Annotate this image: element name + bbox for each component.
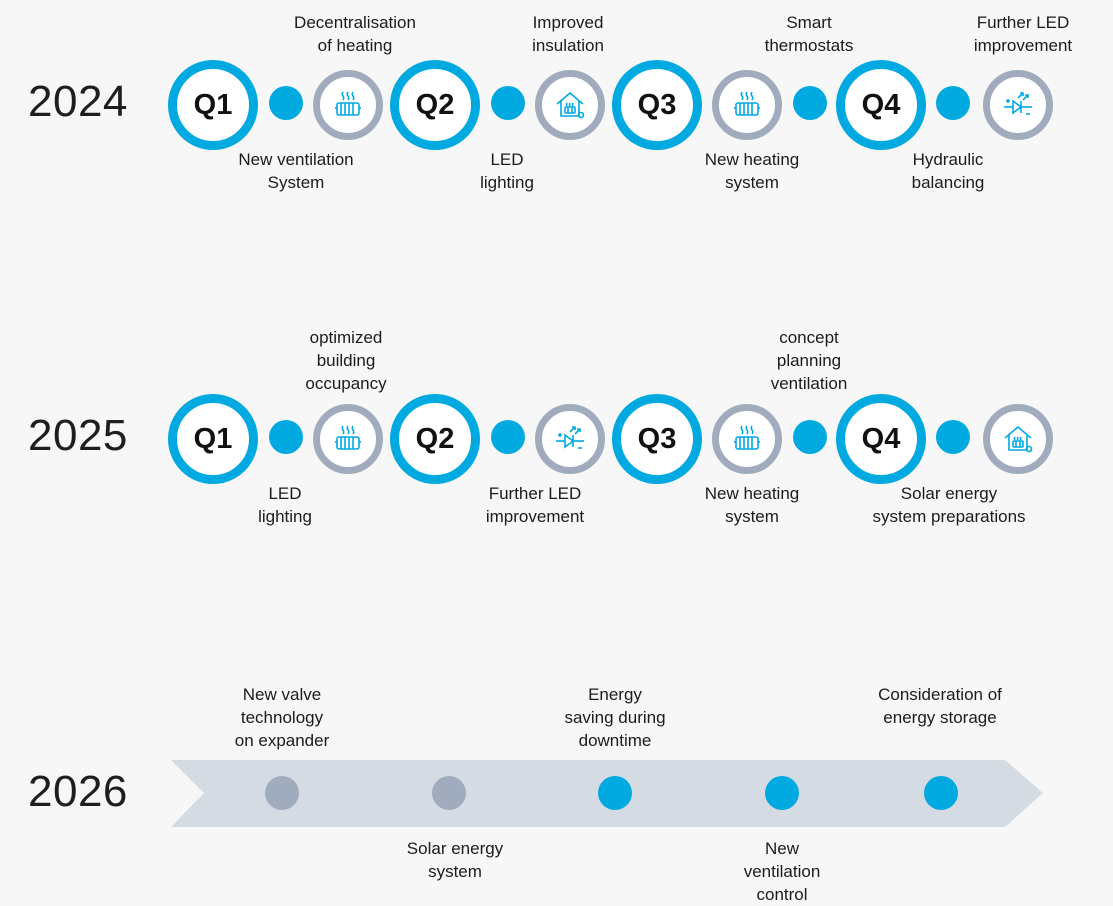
led-diode-icon [983, 70, 1053, 140]
timeline-dot [793, 86, 827, 120]
year-label-2025: 2025 [28, 411, 128, 460]
radiator-icon [313, 70, 383, 140]
house-heating-icon [535, 70, 605, 140]
timeline-dot-planned [265, 776, 299, 810]
year-label-2026: 2026 [28, 767, 128, 816]
timeline-dot [491, 420, 525, 454]
timeline-dot [936, 420, 970, 454]
quarter-badge: Q3 [612, 60, 702, 150]
quarter-badge: Q1 [168, 60, 258, 150]
house-heating-icon [983, 404, 1053, 474]
timeline-dot-planned [432, 776, 466, 810]
timeline-dot [936, 86, 970, 120]
quarter-badge: Q4 [836, 60, 926, 150]
timeline-dot [765, 776, 799, 810]
quarter-badge: Q3 [612, 394, 702, 484]
quarter-badge: Q1 [168, 394, 258, 484]
quarter-badge: Q2 [390, 60, 480, 150]
quarter-badge: Q2 [390, 394, 480, 484]
timeline-dot [793, 420, 827, 454]
quarter-badge: Q4 [836, 394, 926, 484]
timeline-dot [924, 776, 958, 810]
radiator-icon [712, 70, 782, 140]
led-diode-icon [535, 404, 605, 474]
year-label-2024: 2024 [28, 77, 128, 126]
timeline-dot [269, 420, 303, 454]
timeline-dot [269, 86, 303, 120]
timeline-dot [491, 86, 525, 120]
radiator-icon [313, 404, 383, 474]
timeline-dot [598, 776, 632, 810]
radiator-icon [712, 404, 782, 474]
